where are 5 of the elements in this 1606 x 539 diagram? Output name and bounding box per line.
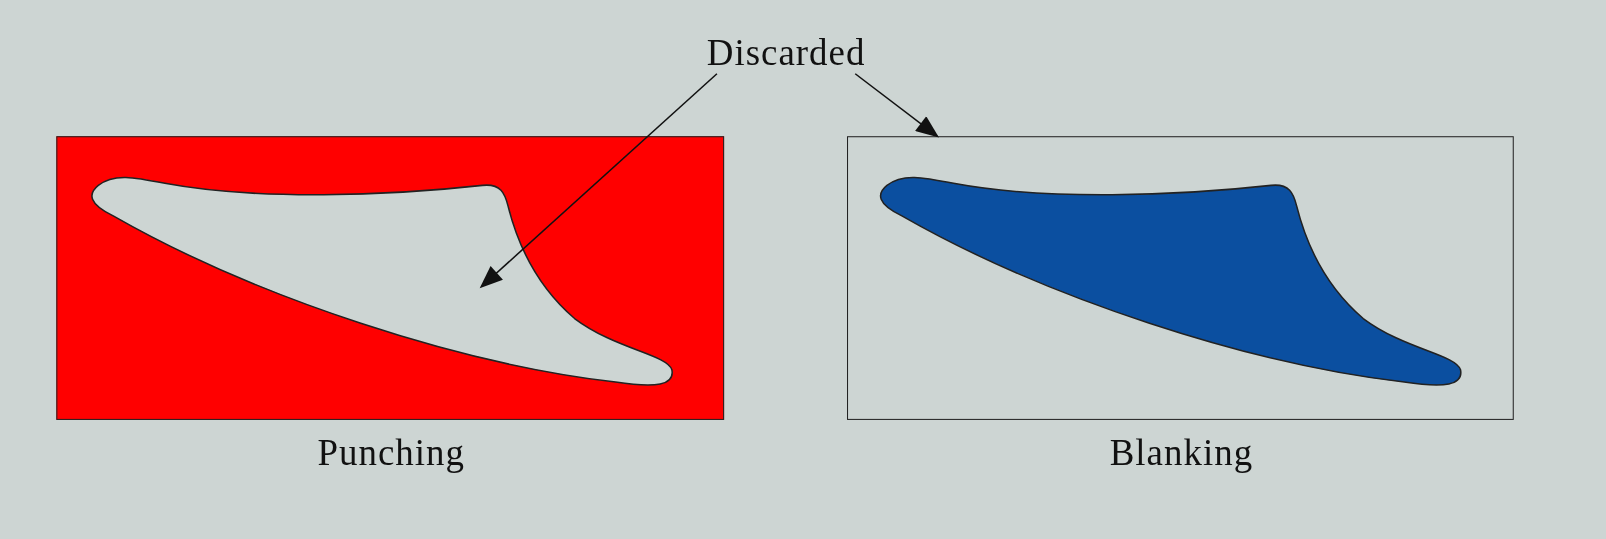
process-caption: Punching (316, 431, 466, 475)
leader-line (479, 72, 718, 289)
process-caption: Blanking (1108, 431, 1255, 475)
callout-label: Discarded (705, 30, 867, 74)
leader-line (854, 72, 939, 138)
